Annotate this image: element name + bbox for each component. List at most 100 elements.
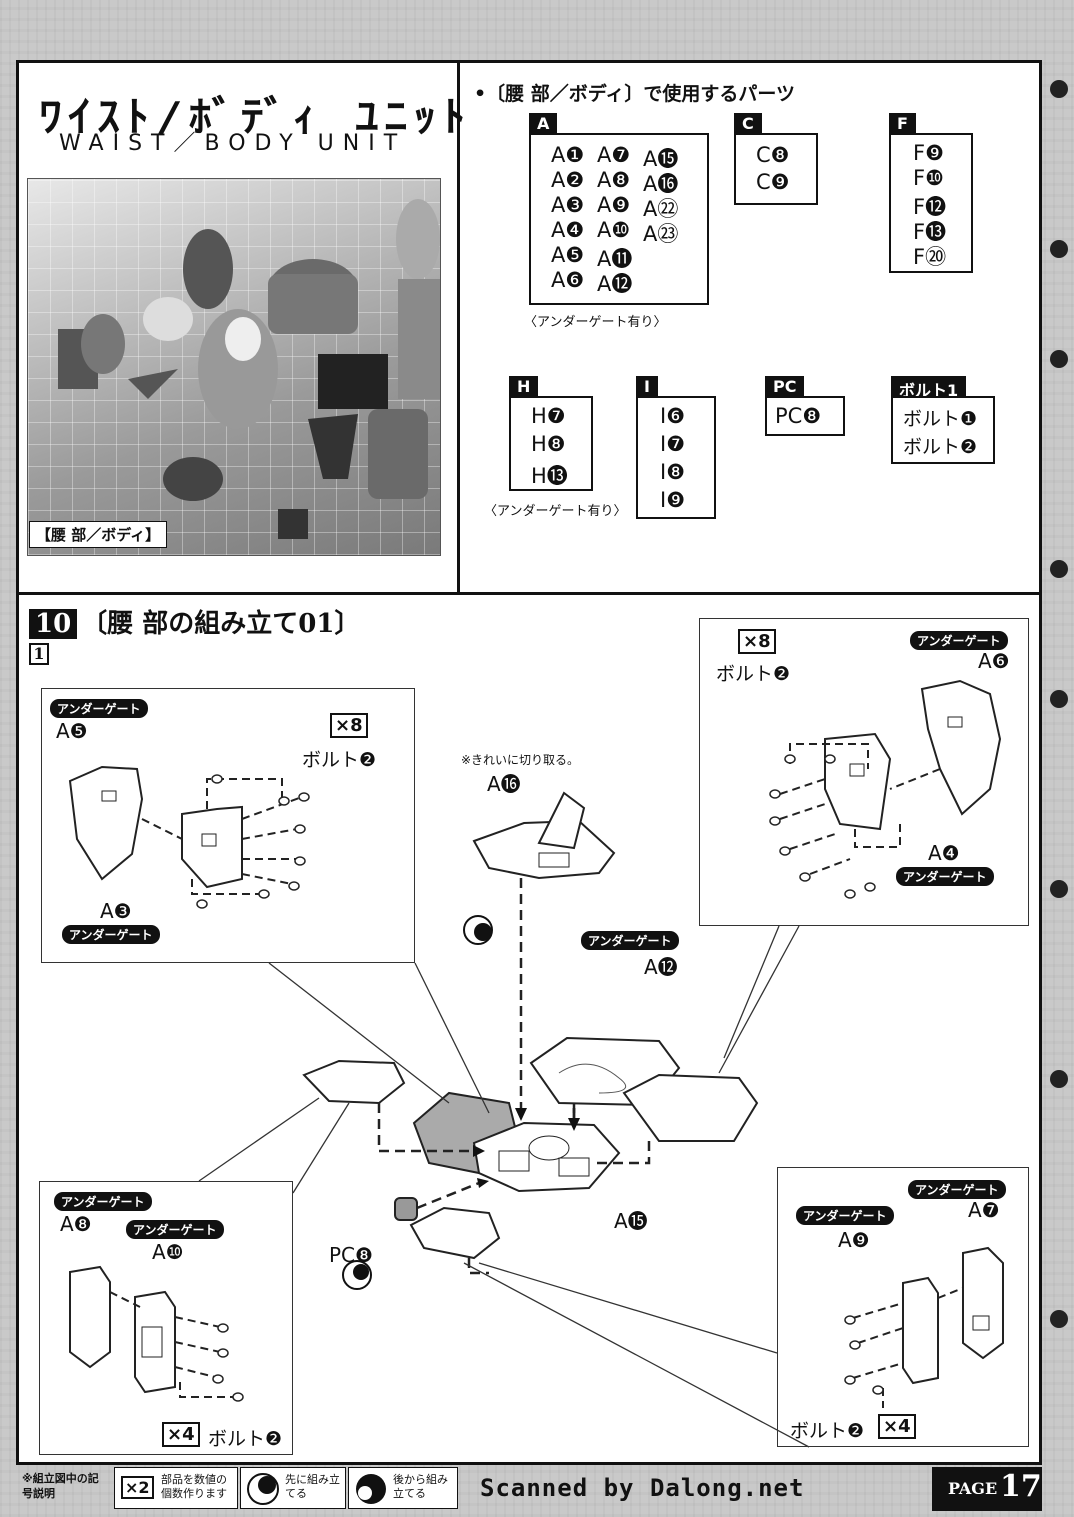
label-a5: A❺: [56, 719, 88, 743]
part-a11: A⓫: [597, 247, 633, 271]
label-a4: A❹: [928, 841, 960, 865]
label-a10: A❿: [152, 1240, 184, 1264]
part-a5: A❺: [551, 243, 585, 267]
part-a1: A❶: [551, 143, 585, 167]
label-a6: A❻: [978, 649, 1010, 673]
legend-first: 先に組み立てる: [240, 1467, 346, 1509]
part-h8: H❽: [531, 432, 566, 456]
part-pc8: PC❽: [775, 404, 822, 428]
part-i7: I❼: [660, 432, 686, 456]
part-a3: A❸: [551, 193, 585, 217]
part-a7: A❼: [597, 143, 631, 167]
count-x8: ×8: [738, 629, 780, 654]
page-number: 17: [1000, 1469, 1042, 1504]
part-f13: F⓭: [913, 220, 947, 244]
parts-tag-f: F: [889, 113, 916, 134]
under-gate-badge: アンダーゲート: [50, 699, 148, 718]
part-c9: C❾: [756, 170, 790, 194]
under-gate-badge: アンダーゲート: [126, 1220, 224, 1239]
page-number-box: PAGE 17: [932, 1467, 1042, 1511]
detail-box-a5-a3: アンダーゲート A❺ ×8 ボルト❷ A❸ アンダーゲート: [41, 688, 415, 963]
step-title: 〔腰 部の組み立て01〕: [81, 609, 361, 639]
part-f9: F❾: [913, 141, 944, 165]
parts-tag-c: C: [734, 113, 762, 134]
step-heading: 10〔腰 部の組み立て01〕: [29, 603, 360, 640]
step-number: 10: [29, 609, 78, 639]
instruction-page: ﾜｲｽﾄ/ﾎﾞﾃﾞｨ ﾕﾆｯﾄ WAIST／BODY UNIT 【腰 部／ボディ…: [16, 60, 1042, 1465]
section-title-english: WAIST／BODY UNIT: [59, 131, 407, 156]
later-text: 後から組み立てる: [393, 1473, 448, 1500]
part-a23: A㉓: [643, 222, 679, 246]
label-a16: A⓰: [487, 772, 521, 796]
parts-photo: [27, 178, 441, 556]
part-i8: I❽: [660, 460, 686, 484]
parts-box-pc: PC❽: [765, 396, 845, 436]
parts-tag-h: H: [509, 376, 539, 397]
part-a9: A❾: [597, 193, 631, 217]
section-title-stylized: ﾜｲｽﾄ/ﾎﾞﾃﾞｨ ﾕﾆｯﾄ: [39, 92, 472, 141]
parts-box-c: C❽ C❾: [734, 133, 818, 205]
count-x4: ×4: [162, 1422, 204, 1447]
part-a12: A⓬: [597, 272, 633, 296]
label-pc8: PC❽: [329, 1243, 373, 1267]
x2-text: 部品を数値の個数作ります: [161, 1473, 227, 1500]
parts-note-h: 〈アンダーゲート有り〉: [484, 504, 627, 519]
label-a9: A❾: [838, 1228, 870, 1252]
label-a12: A⓬: [644, 955, 678, 979]
label-a7: A❼: [968, 1198, 1000, 1222]
bolt2-label: ボルト❷: [302, 749, 377, 771]
substep-number: 1: [29, 643, 49, 665]
label-a8: A❽: [60, 1212, 92, 1236]
legend-title: ※組立図中の記号説明: [22, 1472, 99, 1500]
part-i6: I❻: [660, 404, 686, 428]
part-a15: A⓯: [643, 147, 679, 171]
part-a10: A❿: [597, 218, 631, 242]
label-a15: A⓯: [614, 1209, 648, 1233]
part-h7: H❼: [531, 404, 566, 428]
footer-legend: ※組立図中の記号説明 ×2 部品を数値の個数作ります 先に組み立てる 後から組み…: [16, 1467, 1042, 1511]
bolt2-label: ボルト❷: [208, 1428, 283, 1450]
under-gate-badge: アンダーゲート: [908, 1180, 1006, 1199]
bolt2-label: ボルト❷: [716, 663, 791, 685]
part-a22: A㉒: [643, 197, 679, 221]
scanned-credit: Scanned by Dalong.net: [480, 1474, 805, 1502]
label-a3: A❸: [100, 899, 132, 923]
first-text: 先に組み立てる: [285, 1473, 340, 1500]
under-gate-badge: アンダーゲート: [581, 931, 679, 950]
parts-tag-a: A: [529, 113, 558, 134]
detail-box-a9-a7: アンダーゲート A❼ アンダーゲート A❾ ボルト❷ ×4: [777, 1167, 1029, 1447]
part-h13: H⓭: [531, 464, 568, 488]
x2-mark: ×2: [121, 1476, 154, 1499]
parts-tag-i: I: [636, 376, 658, 397]
under-gate-badge: アンダーゲート: [796, 1206, 894, 1225]
part-f12: F⓬: [913, 195, 947, 219]
parts-box-bolt: ボルト❶ ボルト❷: [891, 396, 995, 464]
cut-note: ※きれいに切り取る。: [461, 753, 580, 767]
under-gate-badge: アンダーゲート: [54, 1192, 152, 1211]
legend-x2: ×2 部品を数値の個数作ります: [114, 1467, 238, 1509]
parts-list-heading: •〔腰 部／ボディ〕で使用するパーツ: [474, 83, 796, 105]
under-gate-badge: アンダーゲート: [896, 867, 994, 886]
count-x8: ×8: [330, 713, 372, 738]
detail-box-a6-a4: ×8 ボルト❷ アンダーゲート A❻ A❹ アンダーゲート: [699, 618, 1029, 926]
part-a4: A❹: [551, 218, 585, 242]
part-a16: A⓰: [643, 172, 679, 196]
part-a8: A❽: [597, 168, 631, 192]
part-f20: F⑳: [913, 245, 947, 269]
part-a6: A❻: [551, 268, 585, 292]
count-x4: ×4: [878, 1414, 920, 1439]
parts-note-a: 〈アンダーゲート有り〉: [524, 315, 667, 330]
parts-box-i: I❻ I❼ I❽ I❾: [636, 396, 716, 519]
detail-box-a8-a10: アンダーゲート A❽ アンダーゲート A❿ ×4 ボルト❷: [39, 1181, 293, 1455]
header-section: [19, 63, 1039, 595]
photo-caption: 【腰 部／ボディ】: [29, 521, 168, 548]
page-word: PAGE: [948, 1479, 998, 1498]
parts-box-a: A❶ A❷ A❸ A❹ A❺ A❻ A❼ A❽ A❾ A❿ A⓫ A⓬ A⓯ A…: [529, 133, 709, 305]
part-i9: I❾: [660, 488, 686, 512]
part-f10: F❿: [913, 166, 944, 190]
under-gate-badge: アンダーゲート: [910, 631, 1008, 650]
header-divider: [457, 63, 460, 595]
under-gate-badge: アンダーゲート: [62, 925, 160, 944]
parts-box-f: F❾ F❿ F⓬ F⓭ F⑳: [889, 133, 973, 273]
part-bolt1: ボルト❶: [903, 408, 978, 430]
